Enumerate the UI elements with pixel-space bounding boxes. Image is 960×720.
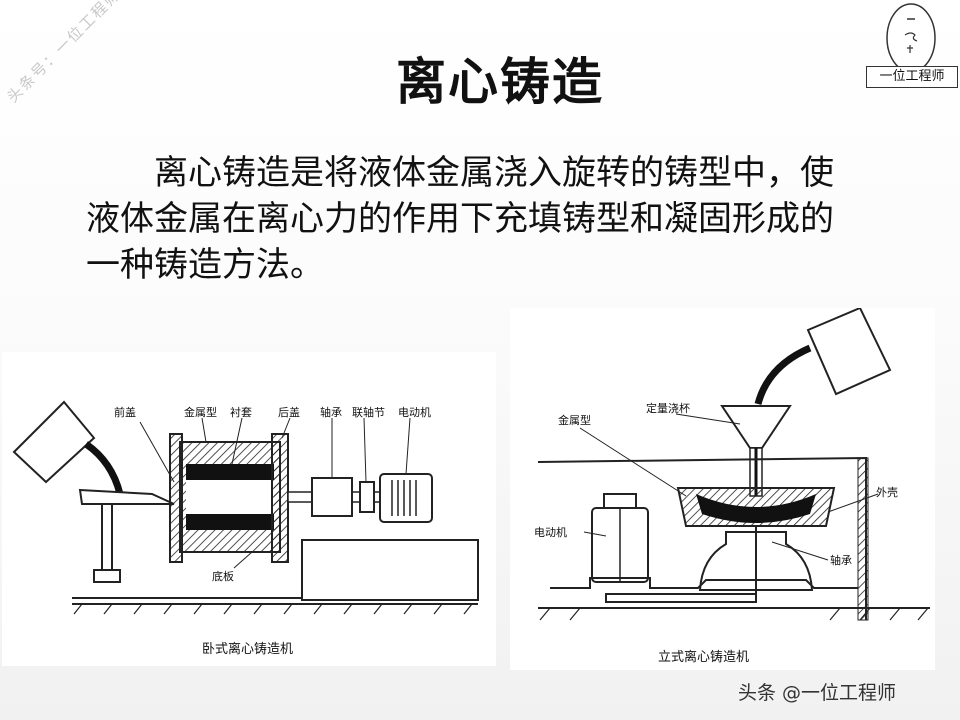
label-bearing: 轴承	[320, 406, 342, 419]
figure-caption-horizontal: 卧式离心铸造机	[202, 642, 294, 657]
vertical-machine-figure: 金属型 定量浇杯 外壳 电动机 轴承 立式离心铸造机	[510, 308, 935, 670]
label-rear-cover: 后盖	[278, 406, 300, 419]
horizontal-machine-figure: 前盖 金属型 衬套 后盖 轴承 联轴节 电动机 底板 卧式离心铸造机	[2, 352, 496, 666]
label-motor: 电动机	[534, 526, 567, 539]
label-bearing: 轴承	[830, 554, 852, 567]
logo-caption: 一位工程师	[866, 66, 958, 88]
label-shell: 外壳	[876, 486, 898, 499]
label-lining: 衬套	[230, 406, 252, 419]
label-bottom-plate: 底板	[212, 570, 234, 583]
label-front-cover: 前盖	[114, 406, 136, 419]
label-quantitative-cup: 定量浇杯	[646, 402, 690, 415]
page-title: 离心铸造	[396, 53, 604, 111]
label-motor: 电动机	[398, 406, 431, 419]
logo-seal-icon	[886, 3, 936, 73]
label-coupling: 联轴节	[352, 406, 385, 419]
label-metal-mold: 金属型	[184, 406, 217, 419]
figure-caption-vertical: 立式离心铸造机	[658, 650, 750, 665]
label-metal-mold: 金属型	[558, 414, 591, 427]
description-text: 离心铸造是将液体金属浇入旋转的铸型中，使液体金属在离心力的作用下充填铸型和凝固形…	[86, 153, 834, 285]
footer-attribution: 头条 @一位工程师	[738, 682, 897, 704]
